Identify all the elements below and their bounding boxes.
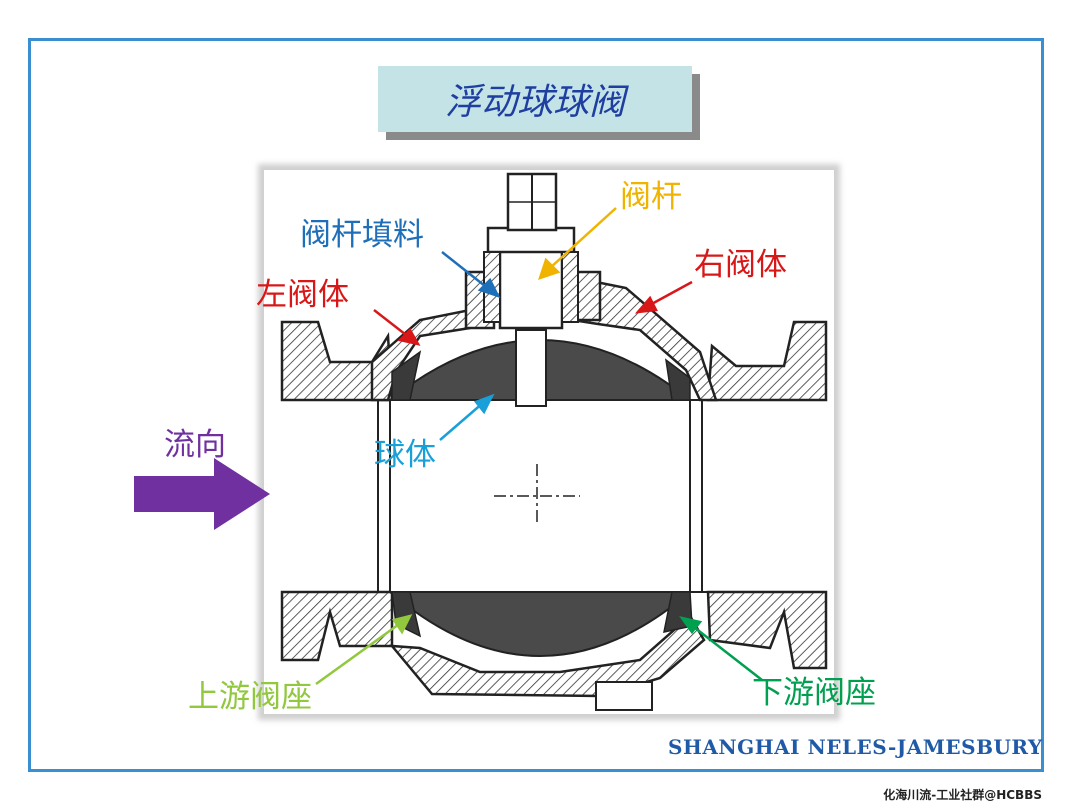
upstream-seat-pointer-arrow [315, 614, 413, 686]
title-box: 浮动球球阀 [378, 66, 692, 132]
footer-watermark: 化海川流-工业社群@HCBBS [883, 788, 1042, 802]
ball-pointer-arrow [439, 393, 495, 441]
left-body-pointer-arrow [373, 309, 421, 346]
label-flow: 流向 [164, 427, 226, 463]
label-ball: 球体 [374, 437, 436, 473]
label-upstream-seat: 上游阀座 [188, 679, 312, 715]
label-stem: 阀杆 [620, 179, 682, 215]
slide-frame [28, 38, 1044, 772]
brand-logo-text: SHANGHAI NELES-JAMESBURY [668, 735, 1043, 759]
label-right-body: 右阀体 [694, 247, 787, 283]
right-flange-bottom [706, 590, 828, 670]
packing-ring-right [561, 251, 579, 323]
slide-title: 浮动球球阀 [444, 82, 625, 123]
label-stem-packing: 阀杆填料 [300, 217, 424, 253]
stem-packing-pointer-arrow [441, 251, 501, 299]
right-body-pointer-arrow [634, 280, 693, 314]
flow-arrow [134, 458, 270, 530]
ball-lower [387, 591, 693, 657]
label-left-body: 左阀体 [256, 277, 349, 313]
label-downstream-seat: 下游阀座 [752, 675, 876, 711]
stem-pointer-arrow [538, 207, 617, 280]
stem-lower [515, 329, 547, 407]
right-seat-top [664, 358, 691, 401]
gland [486, 226, 576, 254]
left-seat-top [391, 350, 422, 401]
stem-body [498, 246, 564, 330]
downstream-seat-pointer-arrow [679, 616, 763, 681]
drain-plug [595, 681, 653, 711]
left-flange-bottom [280, 590, 394, 662]
